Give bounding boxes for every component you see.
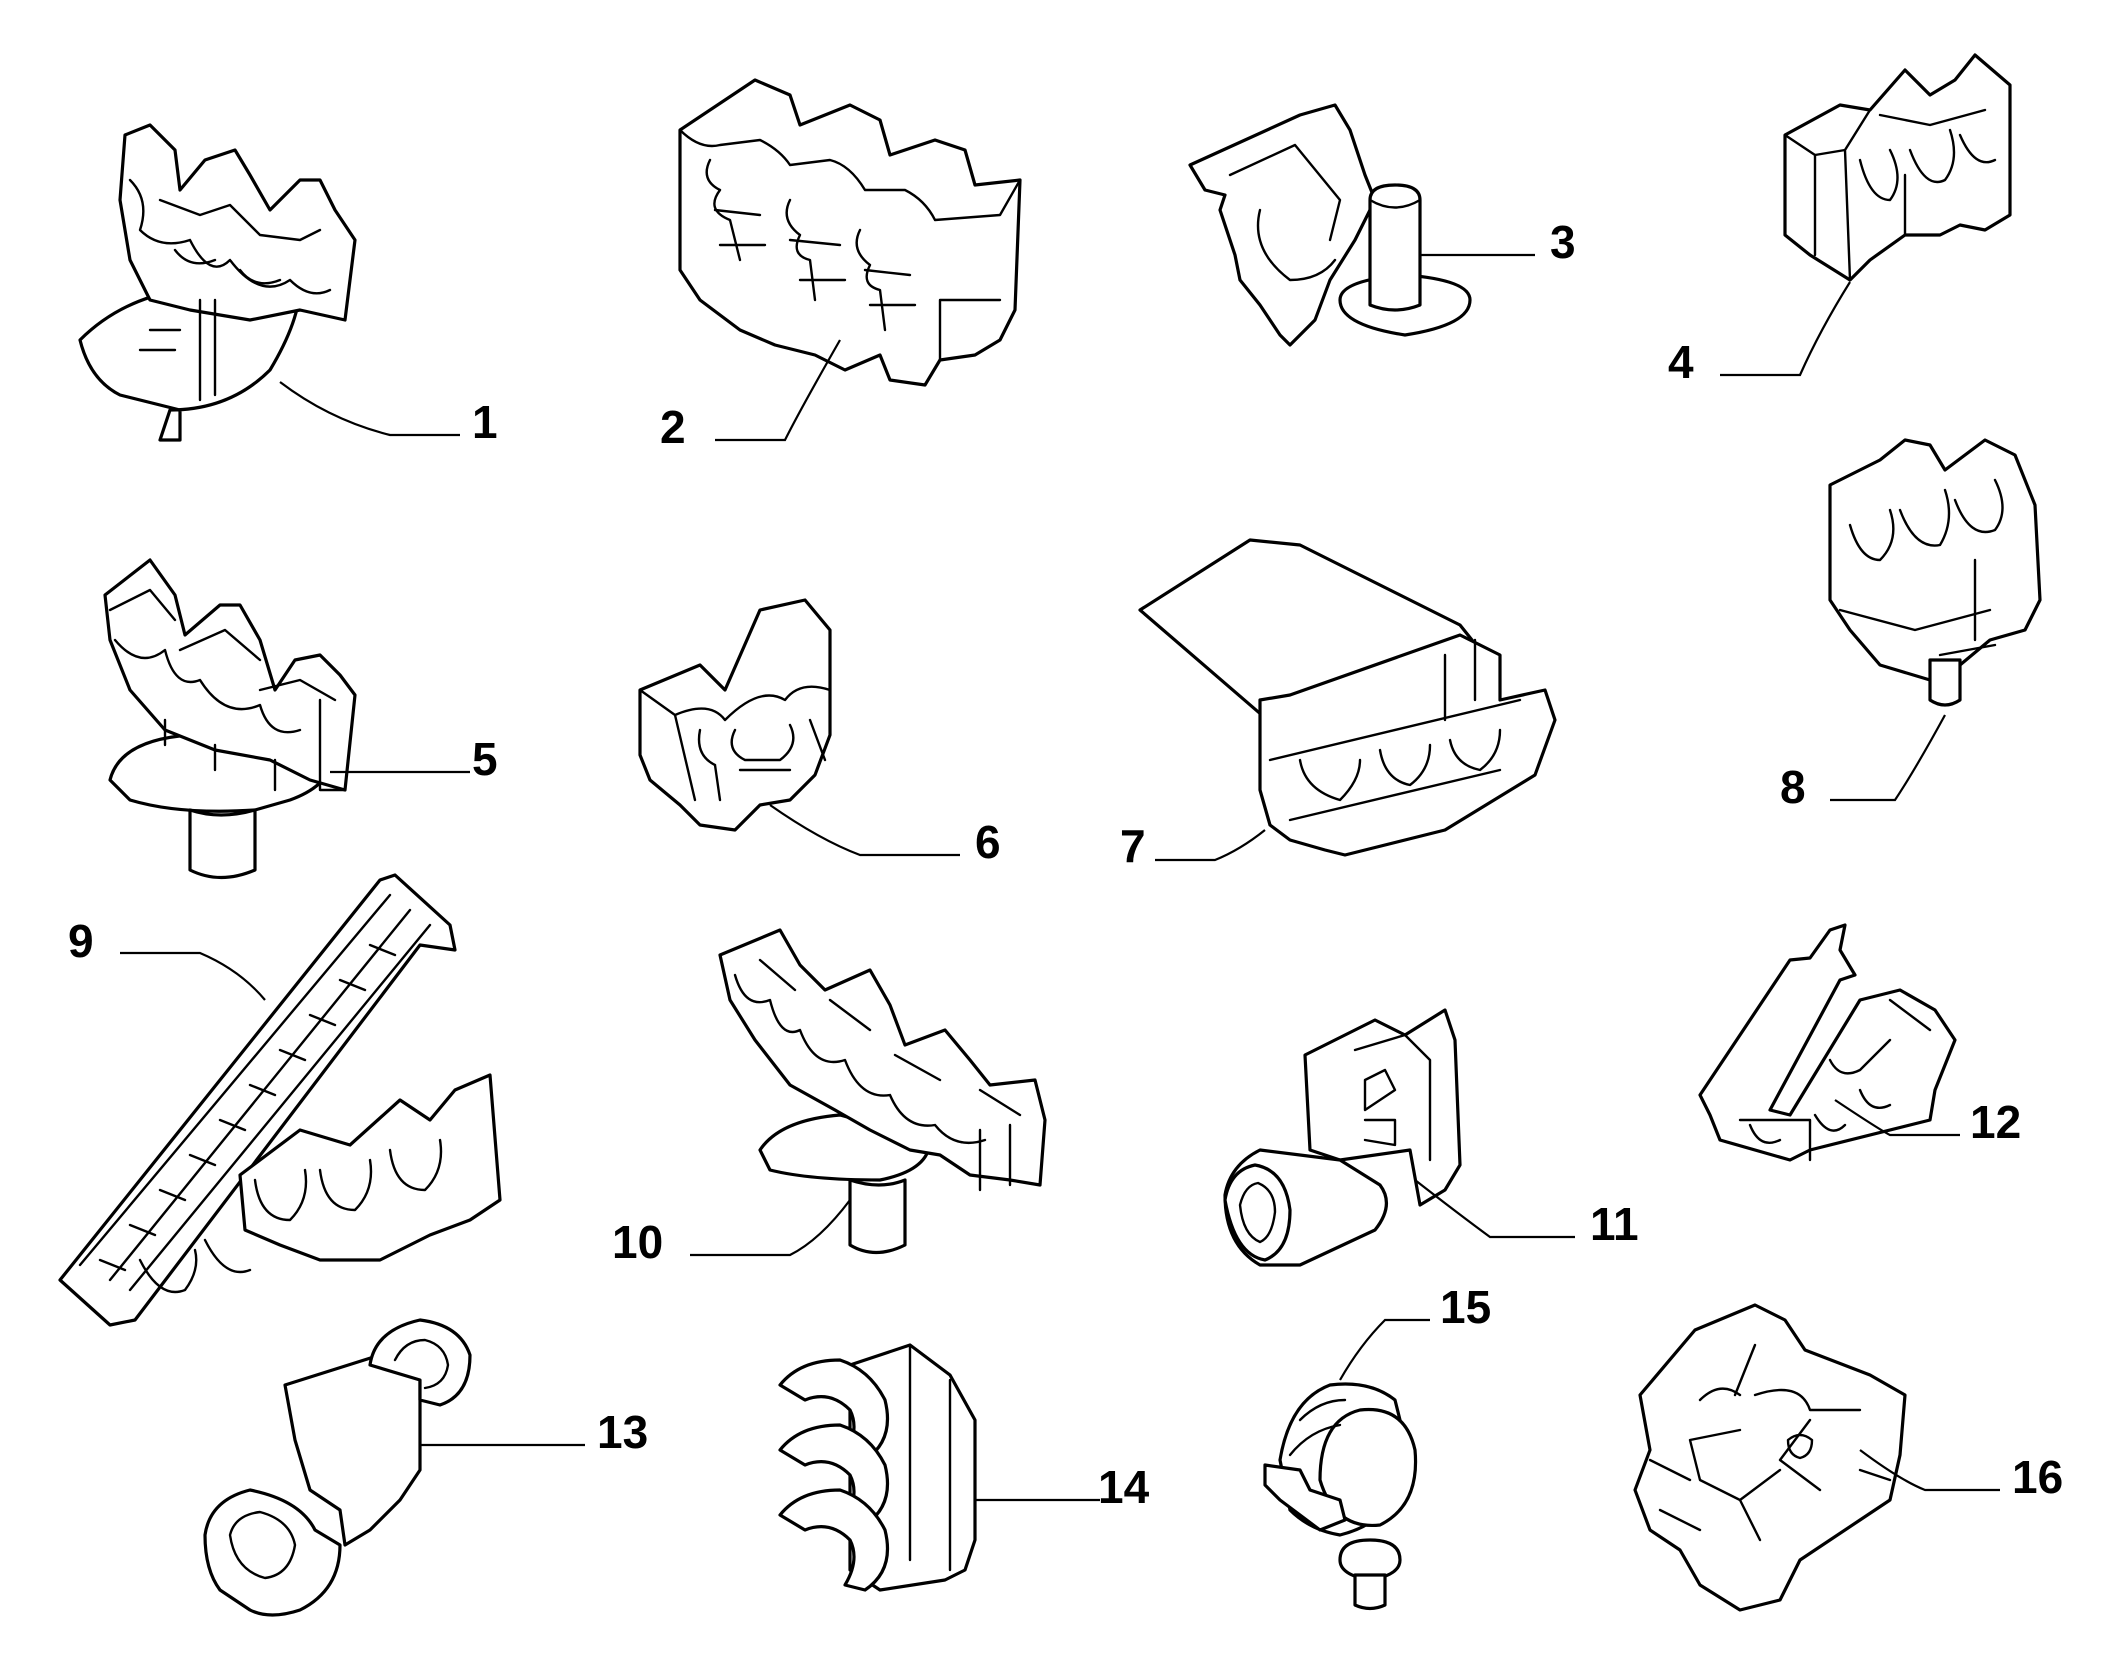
part-9-drawing [58,873,457,1327]
part-2-drawing [678,78,1022,387]
part-7-drawing [1138,538,1557,857]
part-4-drawing [1783,53,2012,282]
label-13: 13 [597,1406,648,1458]
label-7: 7 [1120,820,1146,872]
label-14: 14 [1098,1461,1150,1513]
part-11-drawing [1223,1008,1462,1267]
label-6: 6 [975,816,1001,868]
label-16: 16 [2012,1451,2063,1503]
part-15-drawing [1263,1382,1418,1611]
label-11: 11 [1590,1198,1639,1250]
label-3: 3 [1550,216,1576,268]
label-9: 9 [68,915,94,967]
part-3-drawing [1188,103,1472,347]
part-13-drawing [203,1318,472,1617]
part-8-drawing [1828,438,2042,707]
part-6-drawing [638,598,832,832]
part-16-drawing [1633,1303,1907,1612]
label-15: 15 [1440,1281,1491,1333]
label-8: 8 [1780,761,1806,813]
part-5-drawing [103,558,357,880]
part-1-drawing [78,123,357,442]
label-1: 1 [472,396,498,448]
label-5: 5 [472,733,498,785]
part-9b-drawing [138,1073,502,1294]
label-2: 2 [660,401,686,453]
part-10-drawing [718,928,1047,1255]
label-12: 12 [1970,1096,2021,1148]
label-4: 4 [1668,336,1694,388]
label-10: 10 [612,1216,663,1268]
part-12-drawing [1698,923,1957,1162]
part-14-drawing [778,1343,977,1592]
